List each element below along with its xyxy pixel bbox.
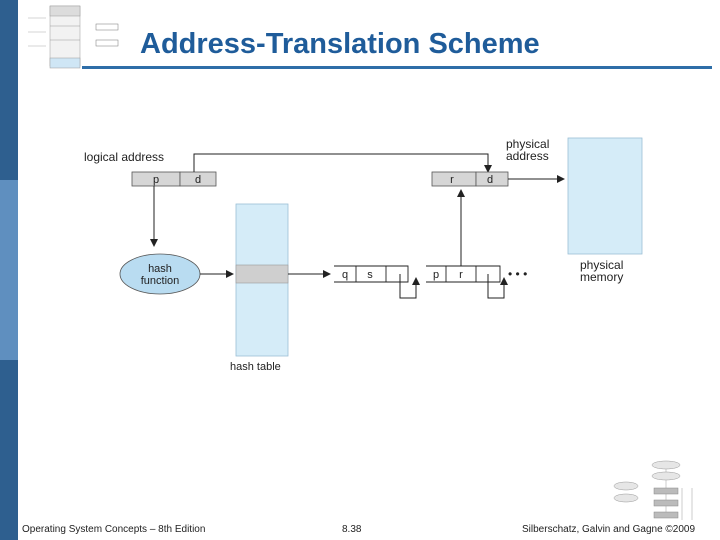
chain-link-1-arrow xyxy=(399,274,420,299)
physical-address-label-line1: physical xyxy=(506,137,549,151)
memory-layout-thumbnail xyxy=(28,5,119,69)
footer-page-number: 8.38 xyxy=(342,524,362,535)
chain-entry-2-box xyxy=(426,265,501,283)
title-underline xyxy=(82,66,712,69)
chain-entry-1-page: q xyxy=(342,269,348,281)
physical-address-label-line2: address xyxy=(506,149,549,163)
chain-entry-2-frame: r xyxy=(459,269,463,281)
hash-table-entry xyxy=(235,264,289,284)
hash-function-label-line1: hash xyxy=(148,263,172,275)
offset-copy-arrow xyxy=(193,153,492,173)
chain-entry-2-page: p xyxy=(433,269,439,281)
logical-page-label: p xyxy=(153,174,159,186)
logical-offset-label: d xyxy=(195,174,201,186)
chain-continuation-ellipsis: • • • xyxy=(508,267,527,281)
logical-address-label: logical address xyxy=(84,150,164,164)
physical-frame-label: r xyxy=(450,174,454,186)
chain-link-2-arrow xyxy=(487,274,508,299)
physical-memory-label-line1: physical xyxy=(580,258,623,272)
physical-frame-field xyxy=(431,171,477,187)
slide-title: Address-Translation Scheme xyxy=(140,28,540,60)
chain-entry-1-frame: s xyxy=(367,269,373,281)
logical-offset-field xyxy=(179,171,217,187)
physical-memory-label-line2: memory xyxy=(580,270,623,284)
physical-memory-block xyxy=(567,137,643,255)
side-bar-segment xyxy=(0,180,18,360)
hash-function-label-line2: function xyxy=(141,275,180,287)
chain-entry-1-box xyxy=(334,265,409,283)
physical-offset-label: d xyxy=(487,174,493,186)
footer-course-title: Operating System Concepts – 8th Edition xyxy=(22,524,206,535)
hash-table-label: hash table xyxy=(230,361,281,373)
footer-copyright: Silberschatz, Galvin and Gagne ©2009 xyxy=(522,524,696,535)
left-side-bar xyxy=(0,0,18,540)
address-translation-diagram: logical address p d physical address r d… xyxy=(84,137,643,373)
flowchart-thumbnail xyxy=(613,460,693,520)
